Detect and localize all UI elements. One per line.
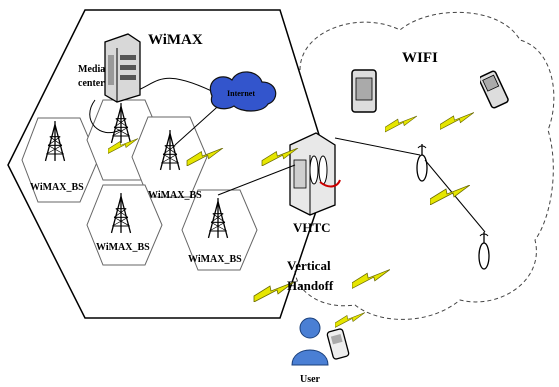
bs-cell-4: [86, 184, 163, 266]
bs-label-4: WiMAX_BS: [188, 254, 242, 265]
media-center-label-line2: center: [78, 78, 105, 89]
bs-cell-5: [181, 189, 258, 271]
vhtc-label: VHTC: [293, 220, 331, 235]
wimax-title: WiMAX: [148, 32, 203, 48]
internet-label: Internet: [227, 89, 255, 98]
link-ap-to-vhtc: [334, 137, 421, 156]
wimax-coverage-hexagon: [7, 9, 331, 319]
wireless-link-icon: [335, 312, 365, 328]
wireless-link-icon: [430, 185, 470, 205]
user-phone-icon: [326, 328, 350, 360]
bs-label-2: WiMAX_BS: [148, 190, 202, 201]
media-center-label-line1: Media: [78, 64, 105, 75]
bs-label-1: WiMAX_BS: [30, 182, 84, 193]
wireless-link-icon: [352, 269, 390, 289]
wireless-link-icon: [385, 115, 417, 133]
link-bs-to-vhtc: [217, 164, 296, 196]
vertical-handoff-label-line1: Vertical: [287, 258, 331, 273]
media-center-server-icon: [104, 33, 141, 103]
wifi-title: WIFI: [402, 50, 438, 66]
bs-label-3: WiMAX_BS: [96, 242, 150, 253]
bs-cell-1: [21, 117, 99, 203]
wifi-cloud-boundary: [294, 11, 555, 320]
wifi-access-point-icon: [416, 143, 428, 182]
vertical-handoff-label-line2: Handoff: [287, 278, 334, 293]
vhtc-server-icon: [289, 132, 341, 216]
wireless-link-icon: [440, 112, 474, 130]
mobile-phone-icon: [480, 70, 510, 110]
user-label: User: [300, 374, 321, 385]
pda-icon: [351, 69, 377, 113]
wifi-access-point-icon: [478, 231, 490, 270]
internet-cloud-icon: [209, 71, 277, 112]
user-icon: [291, 317, 329, 366]
